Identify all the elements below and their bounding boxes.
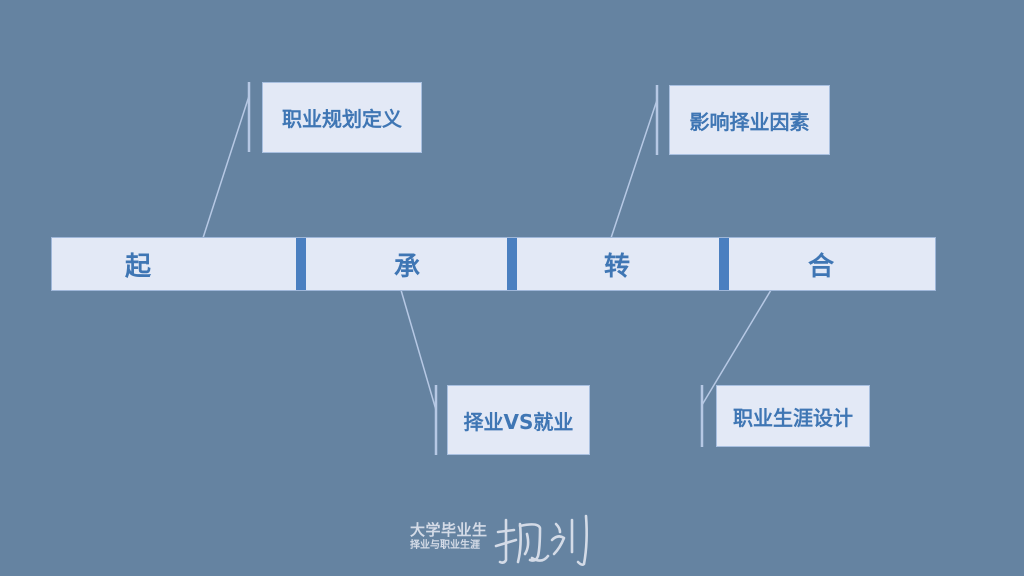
callout-label: 职业生涯设计 <box>733 405 853 430</box>
callout-label: 择业VS就业 <box>463 409 574 434</box>
timeline-segment-zhuan: 转 <box>518 238 720 290</box>
timeline-divider <box>507 238 517 290</box>
segment-label: 承 <box>393 251 420 282</box>
timeline-segment-qi: 起 <box>52 238 296 290</box>
timeline-bar: 起 承 转 合 <box>51 237 936 291</box>
callout-career-planning-definition: 职业规划定义 <box>262 82 422 153</box>
callout-label: 影响择业因素 <box>689 109 810 134</box>
footer-subtitle: 择业与职业生涯 <box>410 540 480 551</box>
callout-choice-vs-employment: 择业VS就业 <box>447 385 590 455</box>
connector-line-2 <box>610 99 658 239</box>
callout-label: 职业规划定义 <box>282 107 402 131</box>
connector-line-1 <box>202 95 250 239</box>
timeline-segment-he: 合 <box>730 238 936 290</box>
footer-logo-text: 大学毕业生 择业与职业生涯 <box>410 521 488 553</box>
segment-label: 转 <box>603 251 630 282</box>
callout-career-choice-factors: 影响择业因素 <box>669 85 830 155</box>
timeline-divider <box>719 238 729 290</box>
callout-career-design: 职业生涯设计 <box>716 385 870 447</box>
calligraphy-logo <box>494 514 588 566</box>
connector-line-3 <box>400 289 437 411</box>
footer-title: 大学毕业生 <box>410 521 488 539</box>
timeline-segment-cheng: 承 <box>306 238 508 290</box>
segment-label: 合 <box>807 251 834 282</box>
segment-label: 起 <box>124 251 151 282</box>
timeline-divider <box>296 238 306 290</box>
